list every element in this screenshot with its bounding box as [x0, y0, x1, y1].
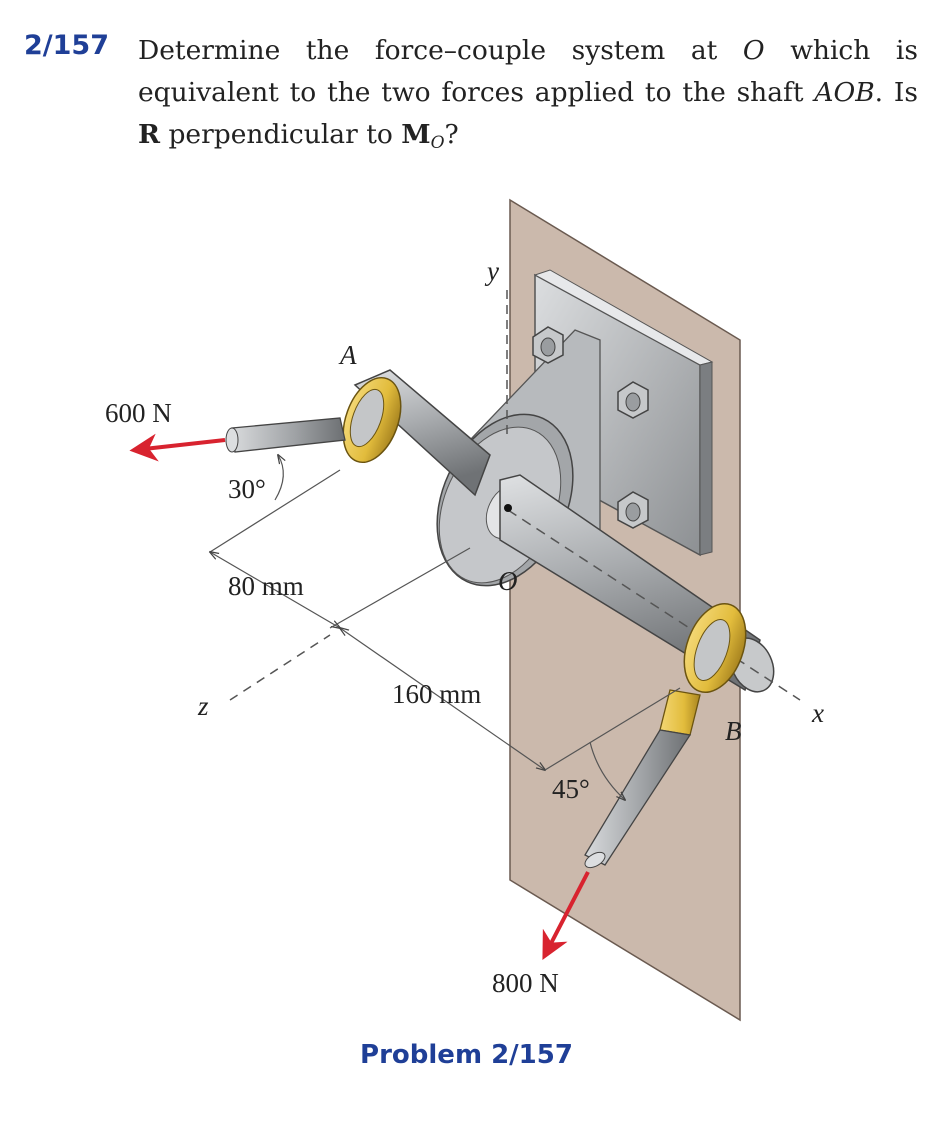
label-point-o: O	[498, 566, 518, 596]
force-arrow-600n	[129, 433, 226, 462]
label-angle-30: 30°	[228, 474, 266, 504]
statement-part: which is equivalent to the two forces ap…	[138, 35, 918, 108]
problem-statement: Determine the force–couple system at O w…	[138, 30, 918, 156]
angle-arc-45	[589, 741, 625, 800]
dimension-160mm	[329, 547, 681, 770]
hex-bolt	[532, 326, 564, 364]
shaft-name: AOB	[814, 77, 875, 108]
hex-bolt	[617, 491, 649, 529]
vector-m-subscript: O	[430, 133, 445, 153]
label-160mm: 160 mm	[392, 679, 481, 709]
force-arrow-800n	[542, 871, 590, 960]
lever-rod-b	[584, 729, 692, 869]
vector-r: R	[138, 119, 161, 150]
point-o-ref: O	[742, 35, 765, 66]
angle-arc-30	[274, 455, 283, 501]
label-point-a: A	[338, 340, 357, 370]
collar-a	[342, 376, 402, 464]
label-axis-y: y	[484, 256, 499, 286]
hex-bolt	[617, 381, 649, 419]
statement-part: . Is	[874, 77, 918, 108]
label-axis-z: z	[197, 691, 209, 721]
dimension-80mm	[210, 469, 340, 628]
label-axis-x: x	[811, 698, 824, 728]
problem-number: 2/157	[24, 30, 110, 61]
statement-part: Determine the force–couple system at	[138, 35, 743, 66]
collar-b	[659, 602, 747, 736]
x-axis-line	[507, 509, 801, 701]
origin-point	[504, 504, 512, 512]
label-angle-45: 45°	[552, 774, 590, 804]
label-600n: 600 N	[105, 398, 172, 428]
statement-part: perpendicular to	[160, 119, 402, 150]
figure-caption: Problem 2/157	[360, 1040, 573, 1070]
lever-rod-a	[225, 417, 346, 453]
z-axis-line	[229, 634, 331, 701]
label-80mm: 80 mm	[228, 571, 304, 601]
label-point-b: B	[725, 716, 742, 746]
statement-part: ?	[444, 119, 459, 150]
label-800n: 800 N	[492, 968, 559, 998]
vector-m: M	[401, 119, 431, 150]
